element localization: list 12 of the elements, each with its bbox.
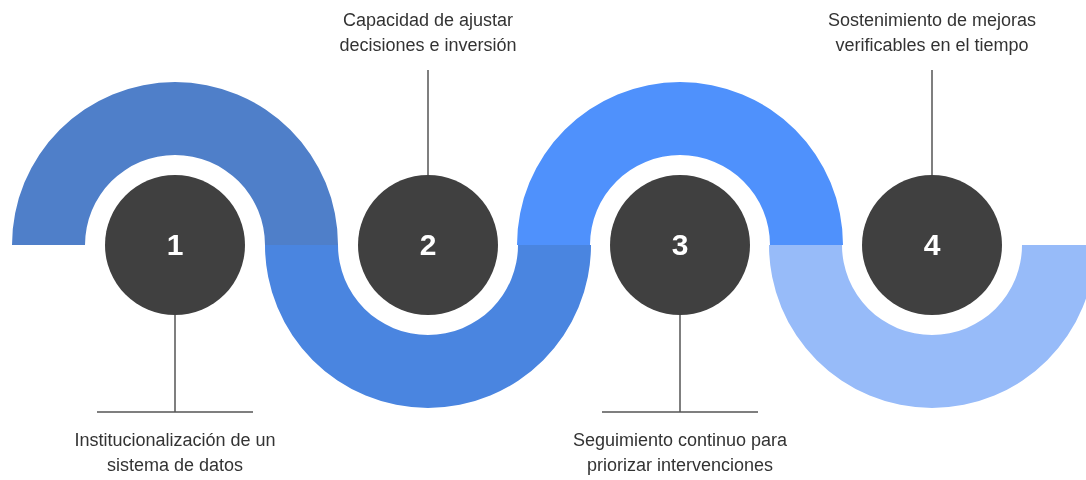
step-number-circle: 1 [105,175,245,315]
step-label: Capacidad de ajustar decisiones e inversión [323,8,533,58]
leader-line [96,314,254,413]
step-label: Institucionalización de un sistema de datos [55,428,295,478]
leader-line [427,69,429,176]
step-number-circle: 4 [862,175,1002,315]
leader-line [931,69,933,176]
leader-line [601,314,759,413]
step-number-circle: 2 [358,175,498,315]
step-label: Seguimiento continuo para priorizar intervenciones [545,428,815,478]
step-label: Sostenimiento de mejoras verificables en el tiempo [797,8,1067,58]
step-number-circle: 3 [610,175,750,315]
